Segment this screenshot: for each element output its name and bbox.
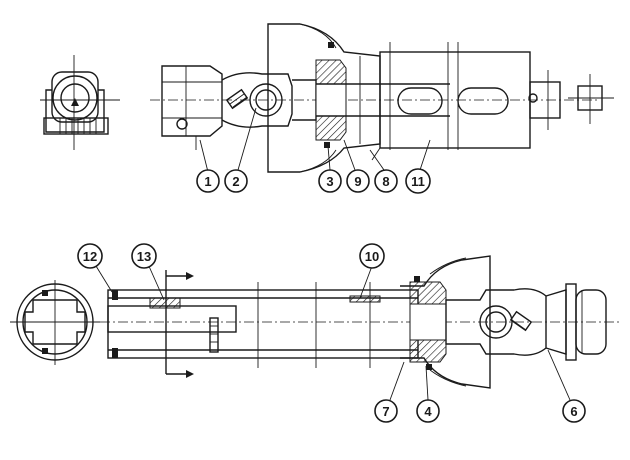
section-arrows [165,270,194,378]
top-inner-tube [316,56,450,144]
callout-6: 6 [562,399,586,423]
bottom-outer-tube [107,282,419,368]
top-shaft-end [528,70,561,130]
callout-10-label: 10 [365,249,379,264]
top-leader-lines [199,107,431,173]
callout-13-label: 13 [137,249,151,264]
callout-1-label: 1 [204,174,211,189]
callout-7: 7 [374,399,398,423]
top-yoke-end-view [40,55,120,150]
callout-3: 3 [318,169,342,193]
bottom-assembly: 12 13 10 7 4 6 [10,243,620,423]
bottom-bearing-block [409,276,447,370]
top-shaft-square-end [568,74,614,124]
callout-7-label: 7 [382,404,389,419]
callout-6-label: 6 [570,404,577,419]
top-bearing-block [315,42,347,148]
callout-11-label: 11 [411,174,425,189]
callout-11: 11 [405,168,431,194]
callout-2-label: 2 [232,174,239,189]
callout-4: 4 [416,399,440,423]
top-outer-tube [371,42,531,161]
callout-9: 9 [346,169,370,193]
callout-12-label: 12 [83,249,97,264]
bottom-leader-lines [95,263,571,401]
callout-2: 2 [224,169,248,193]
callout-8: 8 [374,169,398,193]
bottom-tube-end-view [10,280,100,365]
callout-8-label: 8 [382,174,389,189]
callout-9-label: 9 [354,174,361,189]
callout-13: 13 [131,243,157,269]
callout-10: 10 [359,243,385,269]
callout-3-label: 3 [326,174,333,189]
top-assembly: 1 2 3 9 8 11 [40,23,614,194]
callout-1: 1 [196,169,220,193]
callout-4-label: 4 [424,404,432,419]
bottom-inner-tube [107,305,237,353]
callout-12: 12 [77,243,103,269]
top-yoke-tube [161,65,223,150]
bottom-end-hub [545,283,607,361]
